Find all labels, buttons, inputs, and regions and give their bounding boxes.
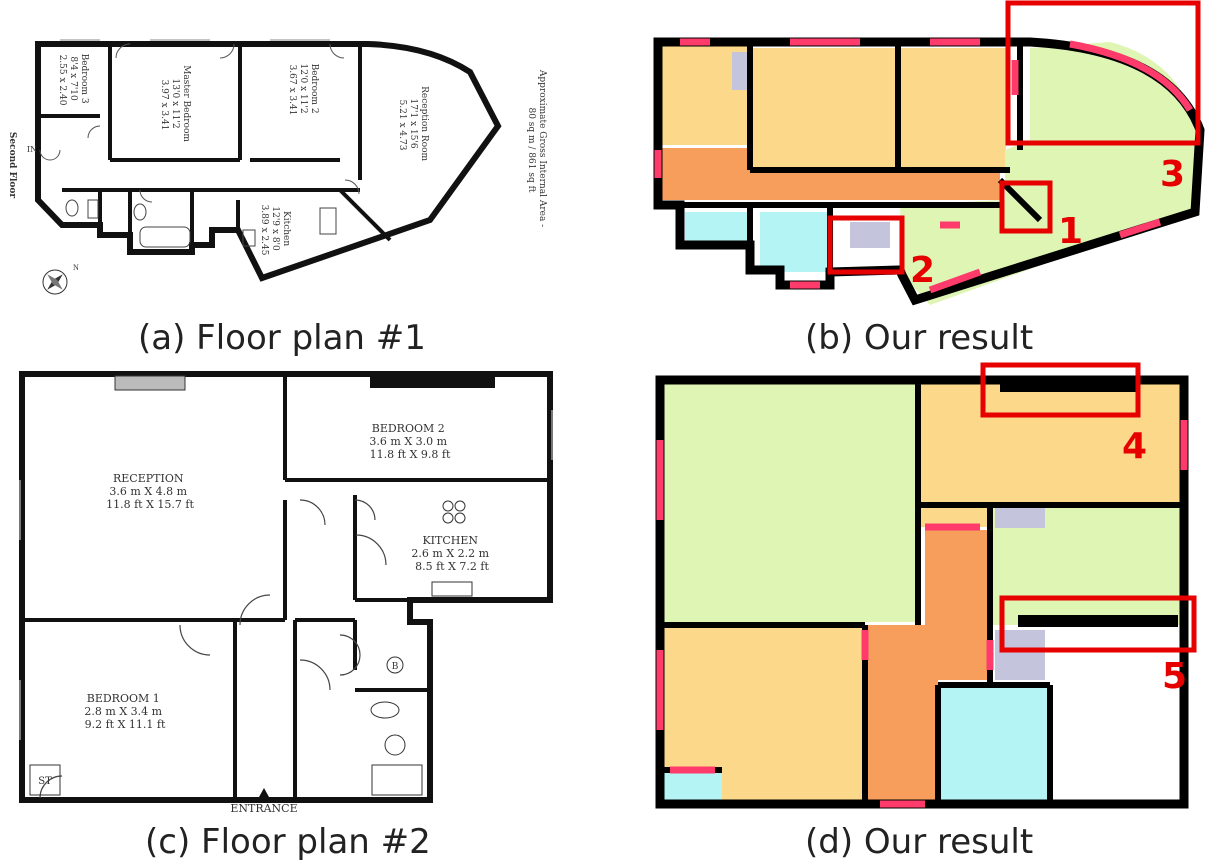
plan1-floor-label: Second Floor — [7, 132, 17, 198]
highlight-box-4 — [980, 362, 1141, 418]
result-1-drawing: 1 2 3 — [653, 0, 1205, 306]
marker-1: 1 — [1058, 211, 1083, 252]
plan1-master-bedroom-label: Master Bedroom 13'0 x 11'2 3.97 x 3.41 — [159, 65, 191, 145]
room-master-bedroom — [750, 48, 895, 170]
marker-4: 4 — [1122, 426, 1147, 467]
room-reception-2 — [662, 382, 917, 622]
plan2-st-label: ST — [38, 776, 52, 787]
compass-icon: N — [42, 263, 79, 295]
plan2-bedroom1-label: BEDROOM 1 2.8 m X 3.4 m 9.2 ft X 11.1 ft — [84, 692, 166, 731]
highlight-box-2 — [827, 215, 905, 275]
room-bath-3 — [938, 685, 1048, 803]
plan2-entrance-label: ENTRANCE — [230, 802, 297, 815]
caption-d: (d) Our result — [805, 822, 1034, 862]
marker-2: 2 — [910, 250, 935, 291]
marker-3: 3 — [1160, 154, 1185, 195]
highlight-box-3 — [1005, 0, 1201, 146]
result-2-drawing: 4 5 — [655, 362, 1197, 809]
plan1-bedroom2-label: Bedroom 2 12'0 x 11'2 3.67 x 3.41 — [287, 64, 319, 117]
room-bath-2 — [760, 212, 830, 272]
plan2-bedroom2-label: BEDROOM 2 3.6 m X 3.0 m 11.8 ft X 9.8 ft — [369, 422, 451, 461]
floor-plan-1: Bedroom 3 8'4 x 7'10 2.55 x 2.40 Master … — [0, 30, 580, 320]
highlight-box-5 — [999, 595, 1197, 653]
svg-text:N: N — [73, 263, 79, 272]
plan2-kitchen-label: KITCHEN 2.6 m X 2.2 m 8.5 ft X 7.2 ft — [411, 534, 492, 573]
plan1-kitchen-label: Kitchen 12'9 x 8'0 3.89 x 2.45 — [259, 205, 291, 256]
result-1: 1 2 3 — [640, 0, 1217, 320]
caption-b: (b) Our result — [805, 318, 1034, 358]
floor-plan-1-drawing: Bedroom 3 8'4 x 7'10 2.55 x 2.40 Master … — [7, 39, 547, 295]
room-hall — [660, 148, 1000, 200]
floor-plan-2: RECEPTION 3.6 m X 4.8 m 11.8 ft X 15.7 f… — [0, 360, 580, 820]
plan2-boiler-label: B — [392, 662, 399, 672]
closet-2 — [850, 222, 890, 248]
result-2: 4 5 — [640, 360, 1217, 820]
room-st — [662, 770, 722, 803]
plan1-reception-room-label: Reception Room 17'1 x 15'6 5.21 x 4.73 — [397, 86, 429, 164]
plan1-entry-label: IN — [27, 145, 37, 154]
plan1-area-label: Approximate Gross Internal Area - 80 sq … — [526, 69, 547, 230]
floor-plan-2-drawing: RECEPTION 3.6 m X 4.8 m 11.8 ft X 15.7 f… — [19, 371, 553, 815]
plan1-bedroom3-label: Bedroom 3 8'4 x 7'10 2.55 x 2.40 — [57, 54, 89, 107]
caption-a: (a) Floor plan #1 — [138, 318, 426, 358]
room-hall-2 — [865, 530, 990, 803]
room-reception — [900, 42, 1198, 305]
entrance-arrow-icon — [259, 788, 269, 797]
caption-c: (c) Floor plan #2 — [145, 822, 431, 862]
room-bath-1 — [685, 212, 747, 242]
marker-5: 5 — [1162, 656, 1187, 697]
highlight-box-1 — [999, 180, 1053, 234]
room-bedroom-2 — [898, 48, 1006, 170]
closet-3 — [995, 508, 1045, 528]
plan2-reception-label: RECEPTION 3.6 m X 4.8 m 11.8 ft X 15.7 f… — [106, 472, 194, 511]
closet-1 — [732, 52, 748, 90]
